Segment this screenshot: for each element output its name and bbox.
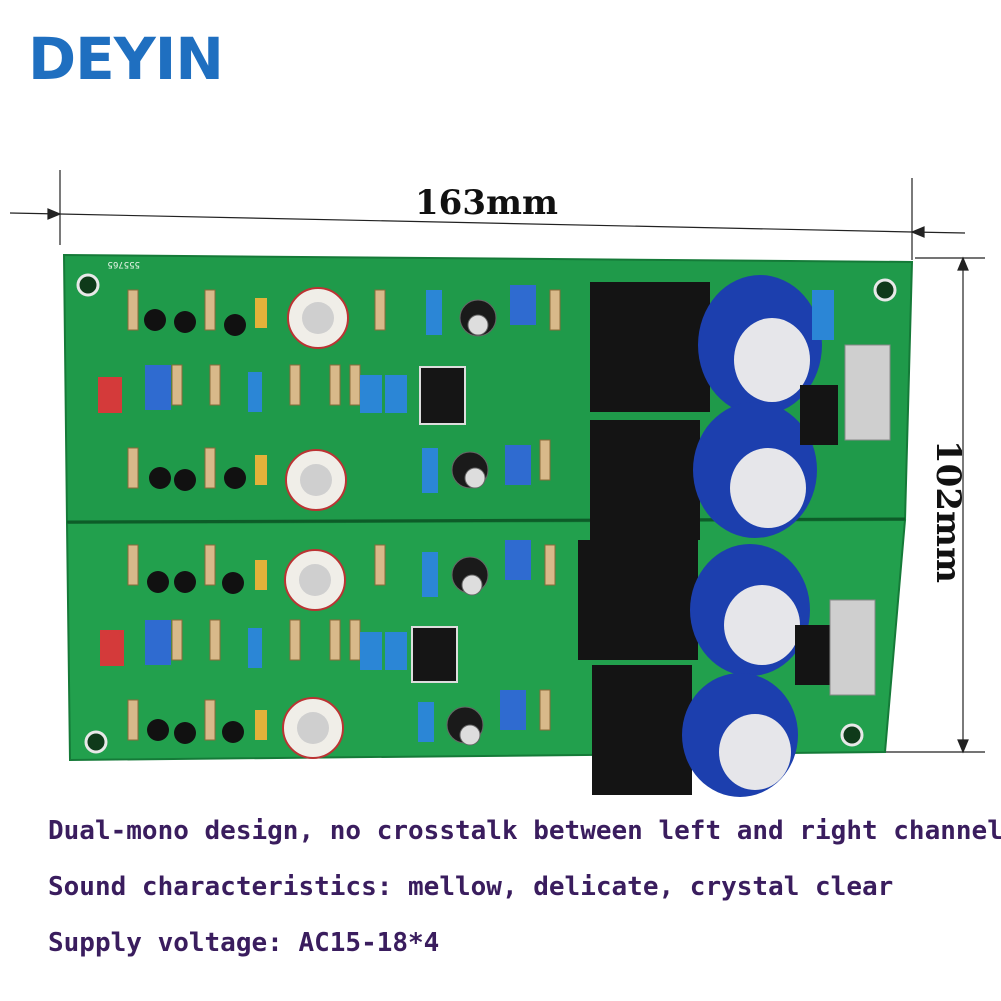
caption-voltage: Supply voltage: AC15-18*4 — [48, 928, 440, 958]
pcb-board: 555765 — [62, 253, 914, 797]
caption-design: Dual-mono design, no crosstalk between l… — [48, 816, 1001, 846]
potentiometers — [282, 287, 349, 759]
small-electrolytics — [446, 299, 497, 746]
brand-logo: DEYIN — [28, 25, 224, 93]
large-capacitors — [682, 275, 822, 797]
width-dimension-label: 163mm — [415, 183, 558, 223]
heatsinks — [578, 282, 710, 795]
caption-sound: Sound characteristics: mellow, delicate,… — [48, 872, 894, 902]
height-dimension-label: 102mm — [928, 440, 968, 583]
caption-list: Dual-mono design, no crosstalk between l… — [48, 818, 1001, 986]
resistors — [127, 289, 561, 741]
ic-chips — [411, 366, 466, 683]
dimension-lines — [9, 170, 985, 754]
rectifiers — [795, 290, 838, 685]
small-capacitors — [98, 285, 536, 742]
silkscreen-code: 555765 — [107, 259, 140, 269]
transistors — [144, 309, 246, 744]
power-terminals — [829, 344, 891, 696]
